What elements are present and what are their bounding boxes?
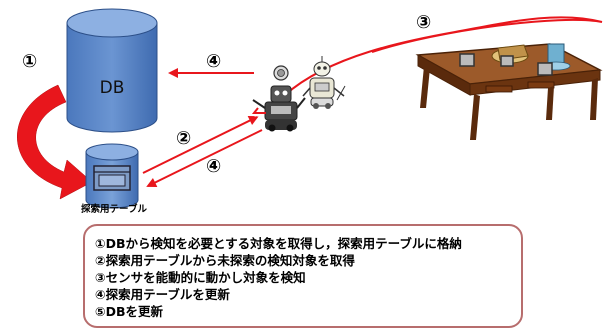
step2-arrow [142, 116, 259, 174]
step1-marker: ① [22, 51, 37, 72]
step1-arrow [17, 84, 93, 200]
step3-marker: ③ [416, 12, 431, 33]
legend-item-step3: ③センサを能動的に動かし対象を検知 [95, 270, 306, 285]
legend-box: ①DBから検知を必要とする対象を取得し，探索用テーブルに格納 ②探索用テーブルか… [83, 224, 523, 328]
robot-secondary-icon [302, 56, 346, 109]
search-table-db [85, 143, 139, 209]
legend-item-step4: ④探索用テーブルを更新 [95, 287, 230, 302]
robot-main-icon [251, 65, 306, 132]
legend-item-step5: ⑤DBを更新 [95, 304, 163, 319]
step4-bottom-marker: ④ [206, 156, 221, 177]
legend-item-step2: ②探索用テーブルから未探索の検知対象を取得 [95, 253, 355, 268]
legend-list: ①DBから検知を必要とする対象を取得し，探索用テーブルに格納 ②探索用テーブルか… [95, 235, 462, 320]
step4-top-marker: ④ [206, 51, 221, 72]
antique-table-icon [415, 43, 603, 140]
step4-bottom-arrow [146, 129, 263, 187]
legend-item-step1: ①DBから検知を必要とする対象を取得し，探索用テーブルに格納 [95, 236, 462, 251]
db-label: DB [100, 78, 125, 98]
search-table-label: 探索用テーブル [81, 203, 147, 215]
step2-marker: ② [176, 128, 191, 149]
step3-arrow [284, 16, 603, 96]
database-cylinder: DB [66, 8, 158, 133]
